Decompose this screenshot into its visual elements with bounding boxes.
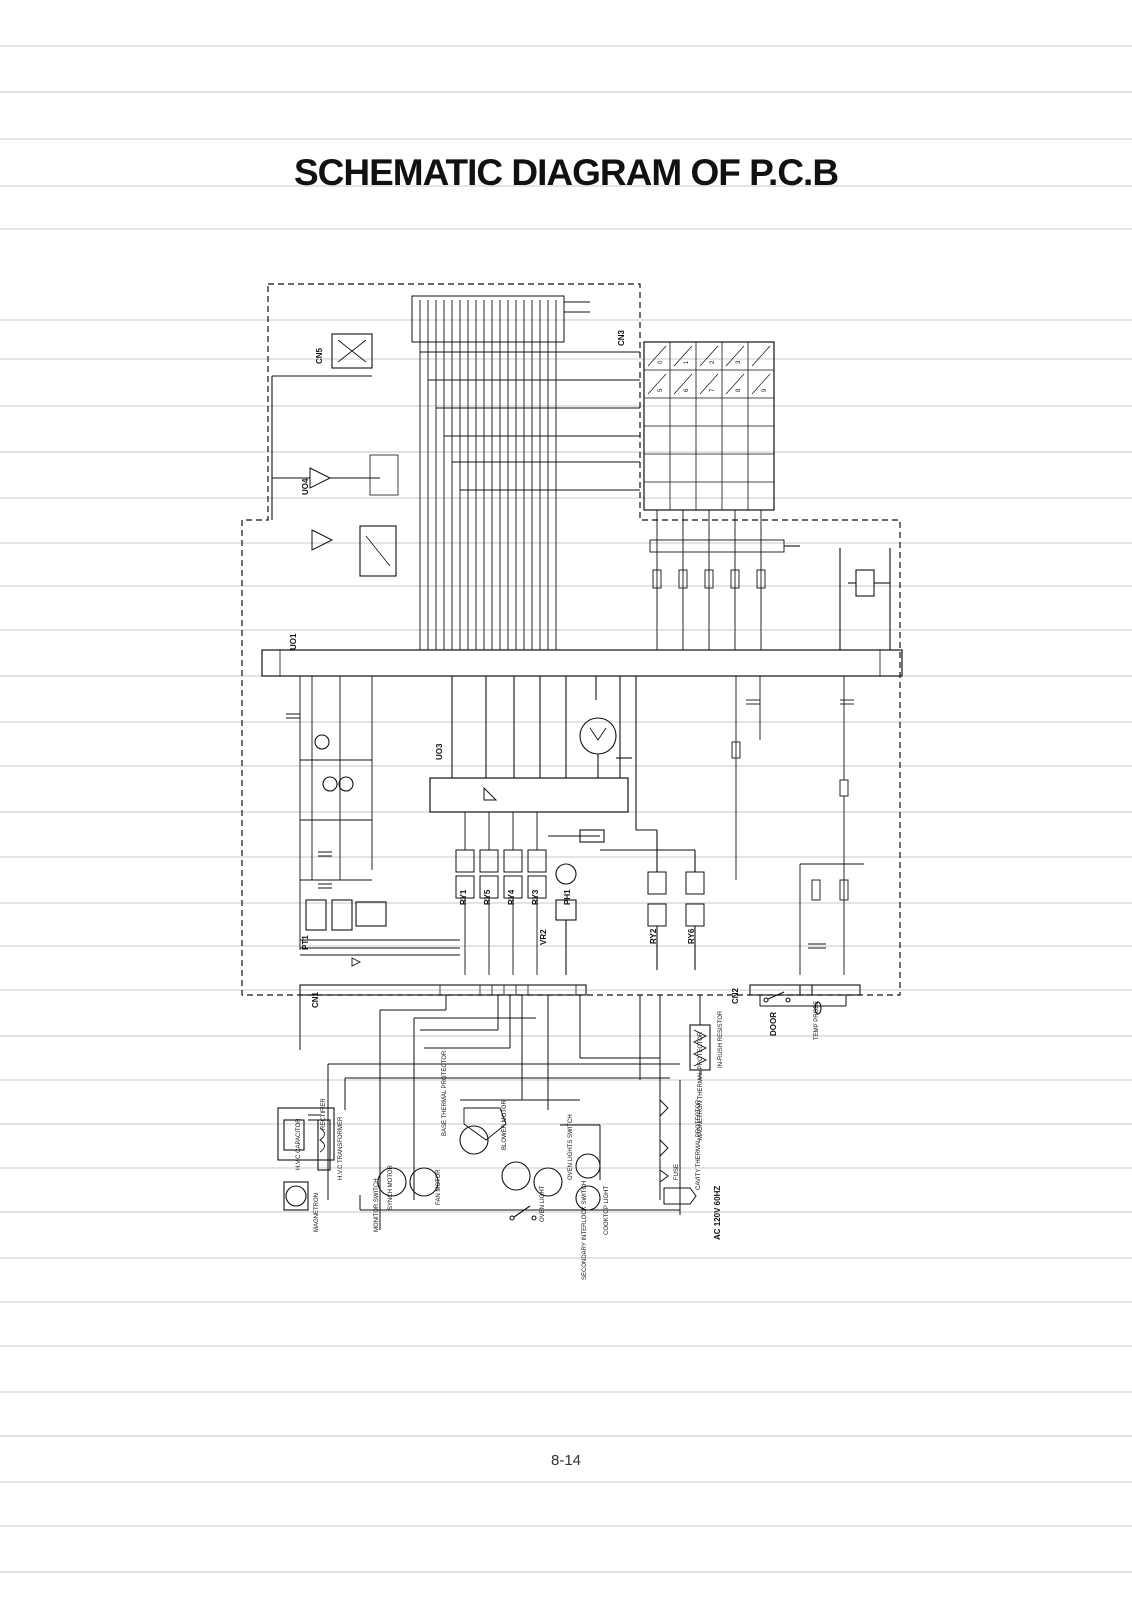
label-uo4: UO4 — [301, 478, 310, 495]
label-rectifier: RECTIFIER — [321, 1098, 327, 1130]
key-3: 3 — [736, 360, 742, 364]
label-blower-motor: BLOWER MOTOR — [502, 1099, 508, 1150]
label-ry5: RY5 — [483, 889, 492, 905]
key-7: 7 — [710, 388, 716, 392]
label-cavity-thermal: CAVITY THERMAL PROTECTOR — [696, 1099, 702, 1190]
page-title: SCHEMATIC DIAGRAM OF P.C.B — [293, 152, 839, 193]
label-hv-transformer: H.V.C TRANSFORMER — [338, 1116, 344, 1180]
synch-motor-symbol — [377, 1167, 407, 1197]
label-ry3: RY3 — [531, 889, 540, 905]
blower-motor-symbol — [459, 1125, 489, 1155]
label-monitor-switch: MONITOR SWITCH — [374, 1178, 380, 1232]
key-2: 2 — [710, 360, 716, 364]
label-synch-motor: SYNCH MOTOR — [388, 1164, 394, 1210]
label-oven-light: OVEN LIGHT — [540, 1185, 546, 1222]
label-ry4: RY4 — [507, 889, 516, 905]
label-uo1: UO1 — [289, 633, 298, 650]
fan-motor-symbol — [409, 1167, 439, 1197]
label-oven-lights-switch: OVEN LIGHTS SWITCH — [568, 1114, 574, 1180]
label-ry1: RY1 — [459, 889, 468, 905]
label-hv-capacitor: H.V.C CAPACITOR — [296, 1118, 302, 1170]
label-door: DOOR — [769, 1012, 778, 1036]
label-ry6: RY6 — [687, 928, 696, 944]
key-8: 8 — [736, 388, 742, 392]
label-cn5: CN5 — [315, 347, 324, 364]
cooktop-light-2-symbol — [575, 1153, 601, 1179]
page-number: 8-14 — [550, 1452, 582, 1469]
label-temp-probe: TEMP PROBE — [814, 1001, 820, 1040]
key-0: 0 — [658, 360, 664, 364]
label-magnetron: MAGNETRON — [314, 1193, 320, 1232]
key-9: 9 — [762, 388, 768, 392]
label-ac-input: AC 120V 60HZ — [713, 1186, 722, 1240]
label-fuse: FUSE — [674, 1164, 680, 1180]
label-cooktop-light: COOKTOP LIGHT — [604, 1186, 610, 1235]
key-5: 5 — [658, 388, 664, 392]
key-6: 6 — [684, 388, 690, 392]
oven-light-symbol — [533, 1167, 563, 1197]
label-cn1: CN1 — [311, 991, 320, 1008]
label-cn2: CN2 — [731, 987, 740, 1004]
label-pt1: PT1 — [301, 935, 310, 950]
key-1: 1 — [684, 360, 690, 364]
label-fan-motor: FAN MOTOR — [436, 1169, 442, 1205]
label-inrush-resistor: IN-RUSH RESISTOR — [718, 1010, 724, 1068]
label-base-thermal: BASE THERMAL PROTECTOR — [442, 1050, 448, 1136]
label-uo3: UO3 — [435, 743, 444, 760]
label-vr2: VR2 — [539, 929, 548, 945]
label-ry2: RY2 — [649, 928, 658, 944]
label-magnetron-thermal: MAGNETRON THERMAL PROTECTOR — [698, 1031, 704, 1140]
cooktop-light-1-symbol — [575, 1185, 601, 1211]
label-ph1: PH1 — [563, 889, 572, 905]
keypad-labels: 5 6 7 8 9 0 1 2 3 — [658, 360, 768, 392]
label-secondary-interlock: SECONDARY INTERLOCK SWITCH — [582, 1181, 588, 1280]
turntable-motor-symbol — [501, 1161, 531, 1191]
label-cn3: CN3 — [617, 329, 626, 346]
